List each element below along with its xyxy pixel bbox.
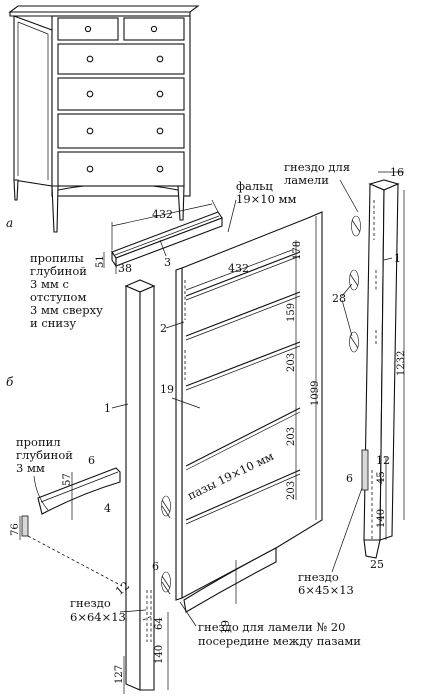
part-1-label-right: 1 <box>394 252 401 265</box>
dim-19-a: 19 <box>160 383 174 396</box>
dim-6-b: 6 <box>152 560 159 573</box>
dim-127: 127 <box>114 665 125 684</box>
dim-57: 57 <box>62 473 73 486</box>
socket-6x64-note: гнездо 6×64×13 <box>70 596 126 624</box>
dim-140-left: 140 <box>154 645 165 664</box>
dim-432-panel: 432 <box>228 262 249 275</box>
dim-6-a: 6 <box>88 454 95 467</box>
dim-203-c: 203 <box>286 481 297 500</box>
dim-76: 76 <box>10 523 21 536</box>
dim-140-right: 140 <box>376 509 387 528</box>
part-3-label: 3 <box>164 256 171 269</box>
dim-51: 51 <box>95 255 106 268</box>
dim-203-b: 203 <box>286 427 297 446</box>
part-2-label: 2 <box>160 322 167 335</box>
slat20-note: гнездо для ламели № 20 посередине между … <box>198 620 361 648</box>
dim-203-a: 203 <box>286 353 297 372</box>
dim-25: 25 <box>370 558 384 571</box>
dim-1099: 1099 <box>310 381 321 406</box>
part-1-label-left: 1 <box>104 402 111 415</box>
dim-432-top: 432 <box>152 208 173 221</box>
dim-45: 45 <box>376 471 387 484</box>
part-4-rail <box>37 467 121 515</box>
kerf-depth-note: пропил глубиной 3 мм <box>16 435 77 475</box>
figure-label-b: б <box>6 375 14 389</box>
slat-socket-top-note: гнездо для ламели <box>284 160 354 187</box>
chest-of-drawers-illustration <box>8 5 200 233</box>
dim-159: 159 <box>286 303 297 322</box>
part-1-leg-left <box>124 279 156 691</box>
part-1-leg-right <box>349 179 400 559</box>
dim-19-b: 19 <box>219 620 232 634</box>
part-3-rail <box>111 211 223 268</box>
dim-12-b: 12 <box>376 454 390 467</box>
dim-38: 38 <box>118 262 132 275</box>
kerf-note: пропилы глубиной 3 мм с отступом 3 мм св… <box>30 251 107 330</box>
dim-64: 64 <box>154 617 165 630</box>
part-2-panel <box>161 211 323 613</box>
panel-vertical-dims <box>295 216 317 520</box>
dim-1232: 1232 <box>396 351 407 376</box>
dim-16: 16 <box>390 166 404 179</box>
socket-6x45-note: гнездо 6×45×13 <box>298 570 354 597</box>
rabbet-note: фальц 19×10 мм <box>236 179 297 206</box>
dim-6-c: 6 <box>346 472 353 485</box>
dim-178: 178 <box>292 241 303 260</box>
figure-label-a: а <box>6 216 13 230</box>
part-4-label: 4 <box>104 502 111 515</box>
